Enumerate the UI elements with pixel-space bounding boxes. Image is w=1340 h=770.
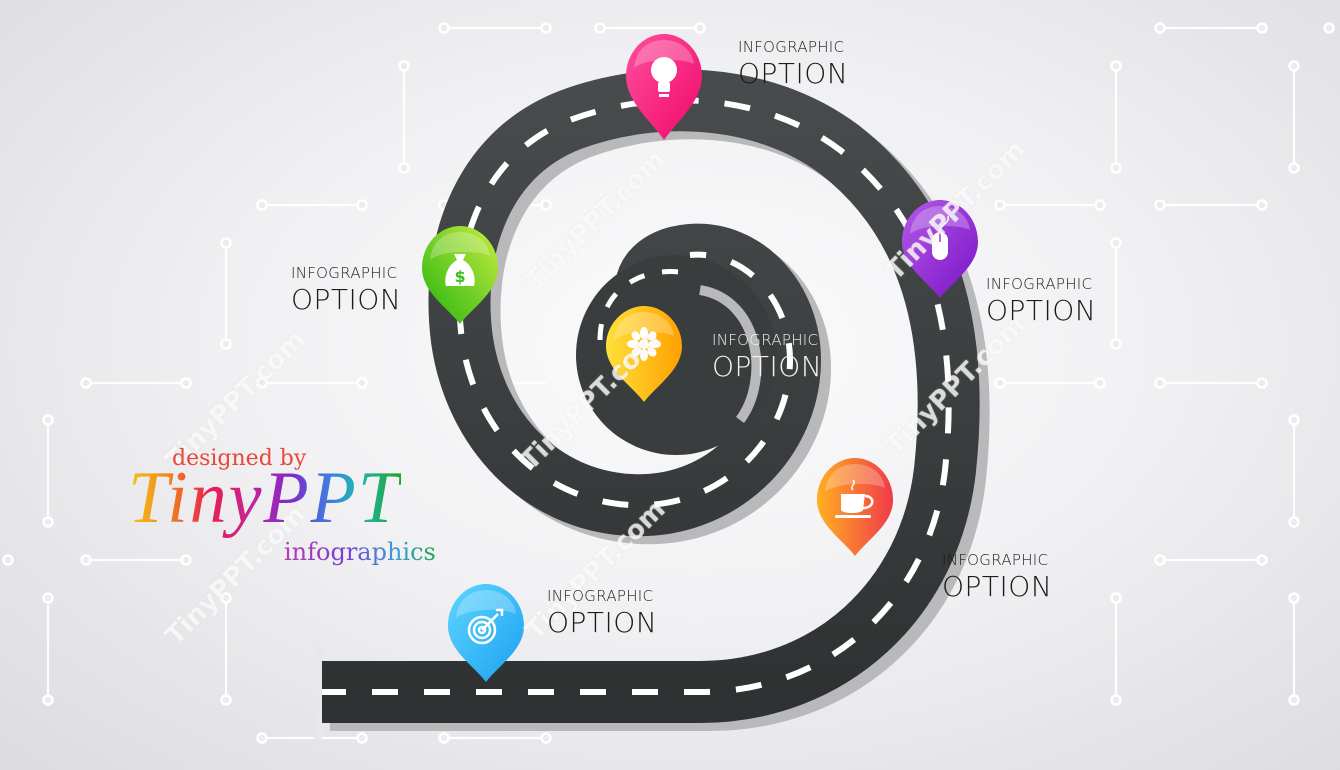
target-icon bbox=[467, 608, 504, 645]
option-label-2: INFOGRAPHIC OPTION bbox=[942, 553, 1052, 601]
logo-brand: TinyPPT bbox=[128, 457, 402, 539]
option-label-line1: INFOGRAPHIC bbox=[738, 38, 845, 56]
option-label-line1: INFOGRAPHIC bbox=[712, 331, 819, 349]
pin-option-5: $ bbox=[422, 226, 498, 324]
option-label-line1: INFOGRAPHIC bbox=[291, 264, 398, 282]
pin-option-2 bbox=[817, 458, 893, 556]
option-label-line2: OPTION bbox=[986, 294, 1097, 327]
option-label-3: INFOGRAPHIC OPTION bbox=[986, 277, 1096, 325]
tinyppt-logo: designed by TinyPPT infographics bbox=[128, 440, 488, 580]
money-bag-icon: $ bbox=[445, 254, 475, 286]
computer-mouse-icon bbox=[932, 215, 949, 260]
option-label-line2: OPTION bbox=[712, 350, 823, 383]
option-label-line2: OPTION bbox=[547, 606, 658, 639]
option-label-line2: OPTION bbox=[291, 283, 402, 316]
pin-option-4 bbox=[626, 34, 702, 140]
pin-option-6 bbox=[606, 306, 682, 402]
flower-icon bbox=[627, 327, 661, 361]
option-label-6: INFOGRAPHIC OPTION bbox=[712, 333, 822, 381]
option-label-1: INFOGRAPHIC OPTION bbox=[547, 589, 657, 637]
coffee-cup-icon bbox=[835, 479, 874, 518]
option-label-4: INFOGRAPHIC OPTION bbox=[738, 40, 848, 88]
option-label-line1: INFOGRAPHIC bbox=[547, 587, 654, 605]
option-label-line1: INFOGRAPHIC bbox=[986, 275, 1093, 293]
logo-designed-by: designed by bbox=[172, 446, 306, 471]
pin-option-3 bbox=[902, 200, 978, 298]
logo-subtitle: infographics bbox=[284, 538, 436, 566]
option-label-5: INFOGRAPHIC OPTION bbox=[291, 266, 401, 314]
svg-text:$: $ bbox=[454, 267, 465, 286]
pin-option-1 bbox=[448, 584, 524, 682]
lightbulb-icon bbox=[651, 57, 677, 97]
option-label-line1: INFOGRAPHIC bbox=[942, 551, 1049, 569]
option-label-line2: OPTION bbox=[942, 570, 1053, 603]
option-label-line2: OPTION bbox=[738, 57, 849, 90]
